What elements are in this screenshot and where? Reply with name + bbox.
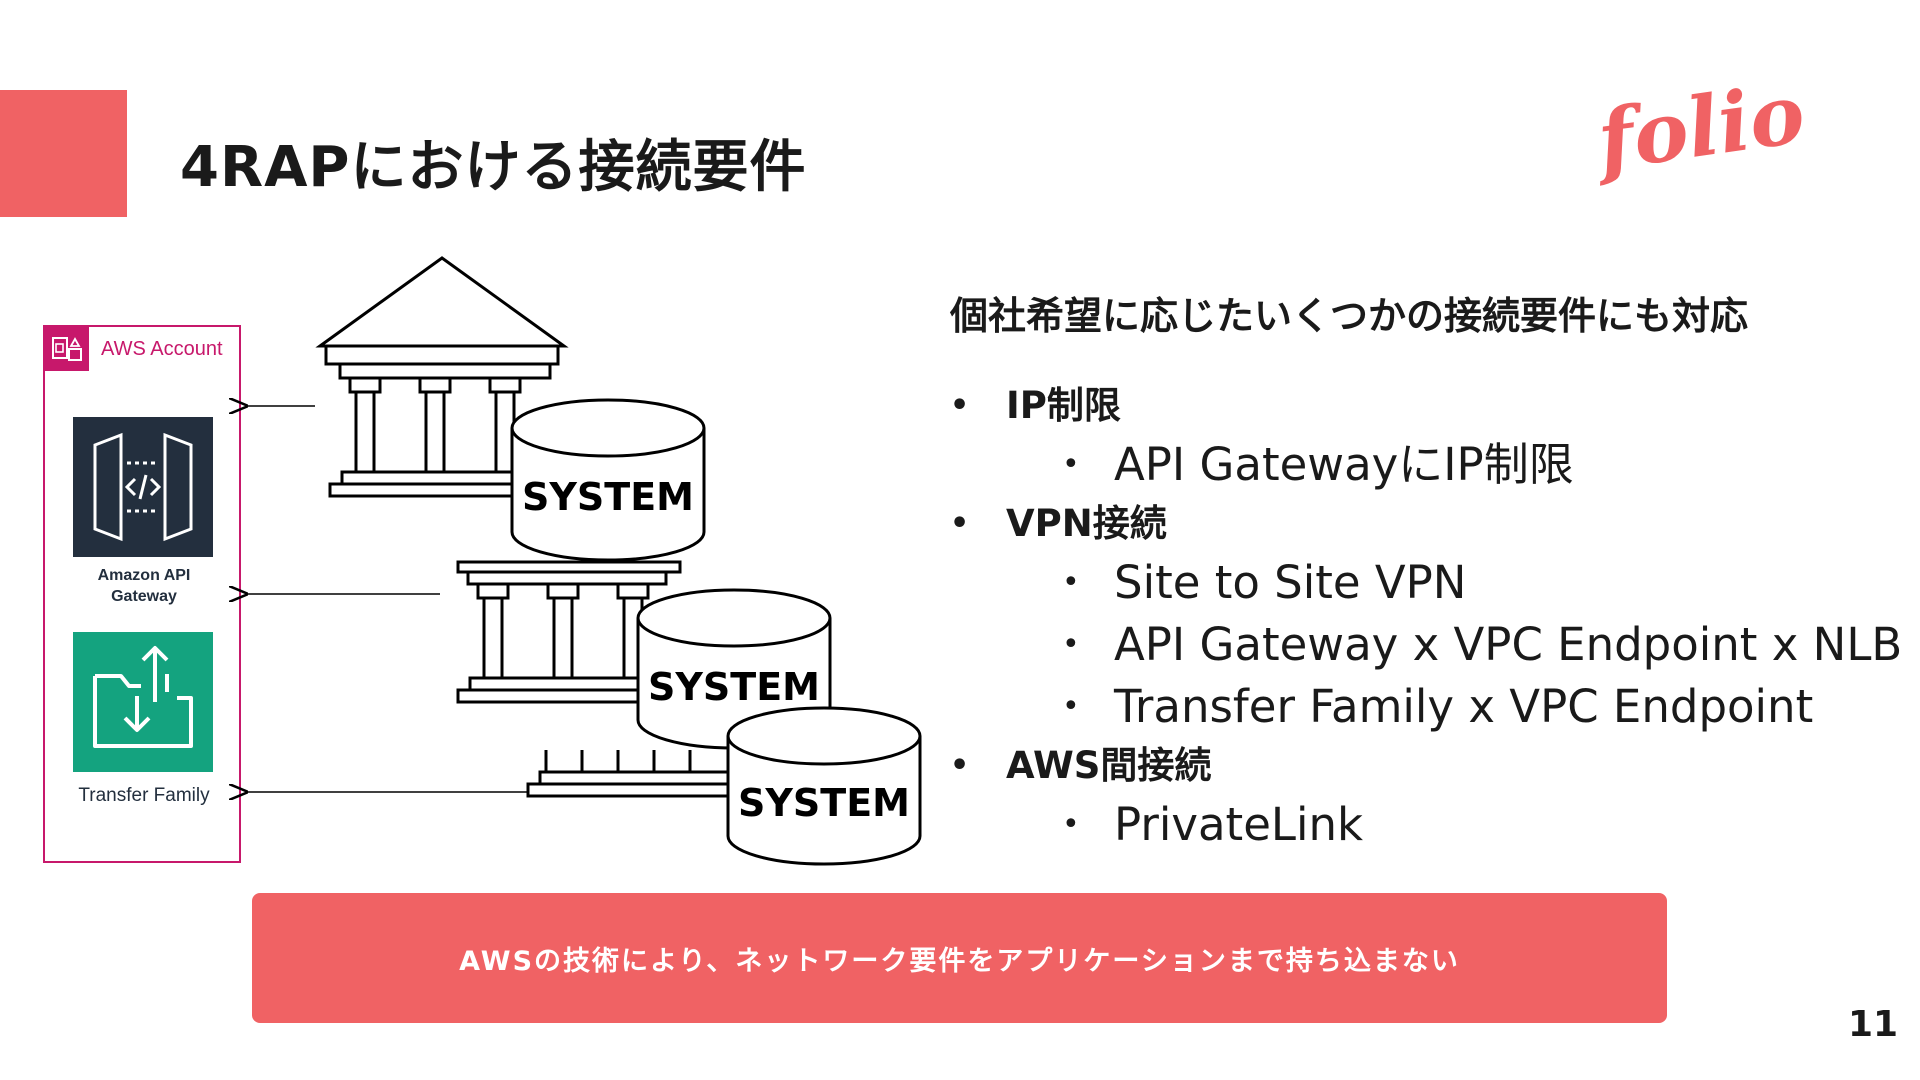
list-subitem: •PrivateLink [1062,798,1364,851]
summary-banner-text: AWSの技術により、ネットワーク要件をアプリケーションまで持ち込まない [459,945,1460,977]
aws-account-group: AWS Account Amazon API Gateway Transfer … [43,325,241,863]
list-subitem: •API Gateway x VPC Endpoint x NLB [1062,618,1903,671]
lead-heading: 個社希望に応じたいくつかの接続要件にも対応 [950,294,1749,338]
title-accent-block [0,90,127,217]
system-label: SYSTEM [738,781,910,825]
requirements-list: •IP制限 •API GatewayにIP制限 •VPN接続 •Site to … [950,378,1915,856]
svg-text:folio: folio [1587,66,1810,191]
bank-building-icon [526,750,740,798]
list-item: •AWS間接続 [950,744,1212,787]
list-item: •IP制限 [950,384,1121,427]
folio-logo: folio [1587,66,1810,195]
partner-systems-diagram: SYSTEM SYSTEM SYSTEM [230,250,930,870]
list-subitem: •API GatewayにIP制限 [1062,438,1574,491]
aws-account-label: AWS Account [101,338,223,360]
page-number: 11 [1848,1004,1899,1045]
api-gateway-icon [73,417,213,557]
transfer-family-icon [73,632,213,772]
summary-banner: AWSの技術により、ネットワーク要件をアプリケーションまで持ち込まない [252,893,1667,1023]
list-subitem: •Site to Site VPN [1062,556,1467,609]
transfer-family-label: Transfer Family [78,785,210,806]
page-title: 4RAPにおける接続要件 [180,135,807,200]
database-cylinder-icon [726,706,922,866]
list-subitem: •Transfer Family x VPC Endpoint [1062,680,1814,733]
system-label: SYSTEM [648,665,820,709]
bank-building-icon [315,256,569,498]
aws-account-group-icon [45,327,89,371]
api-gateway-label: Amazon API Gateway [97,567,191,605]
database-cylinder-icon [510,398,706,562]
list-item: •VPN接続 [950,502,1167,545]
system-label: SYSTEM [522,475,694,519]
